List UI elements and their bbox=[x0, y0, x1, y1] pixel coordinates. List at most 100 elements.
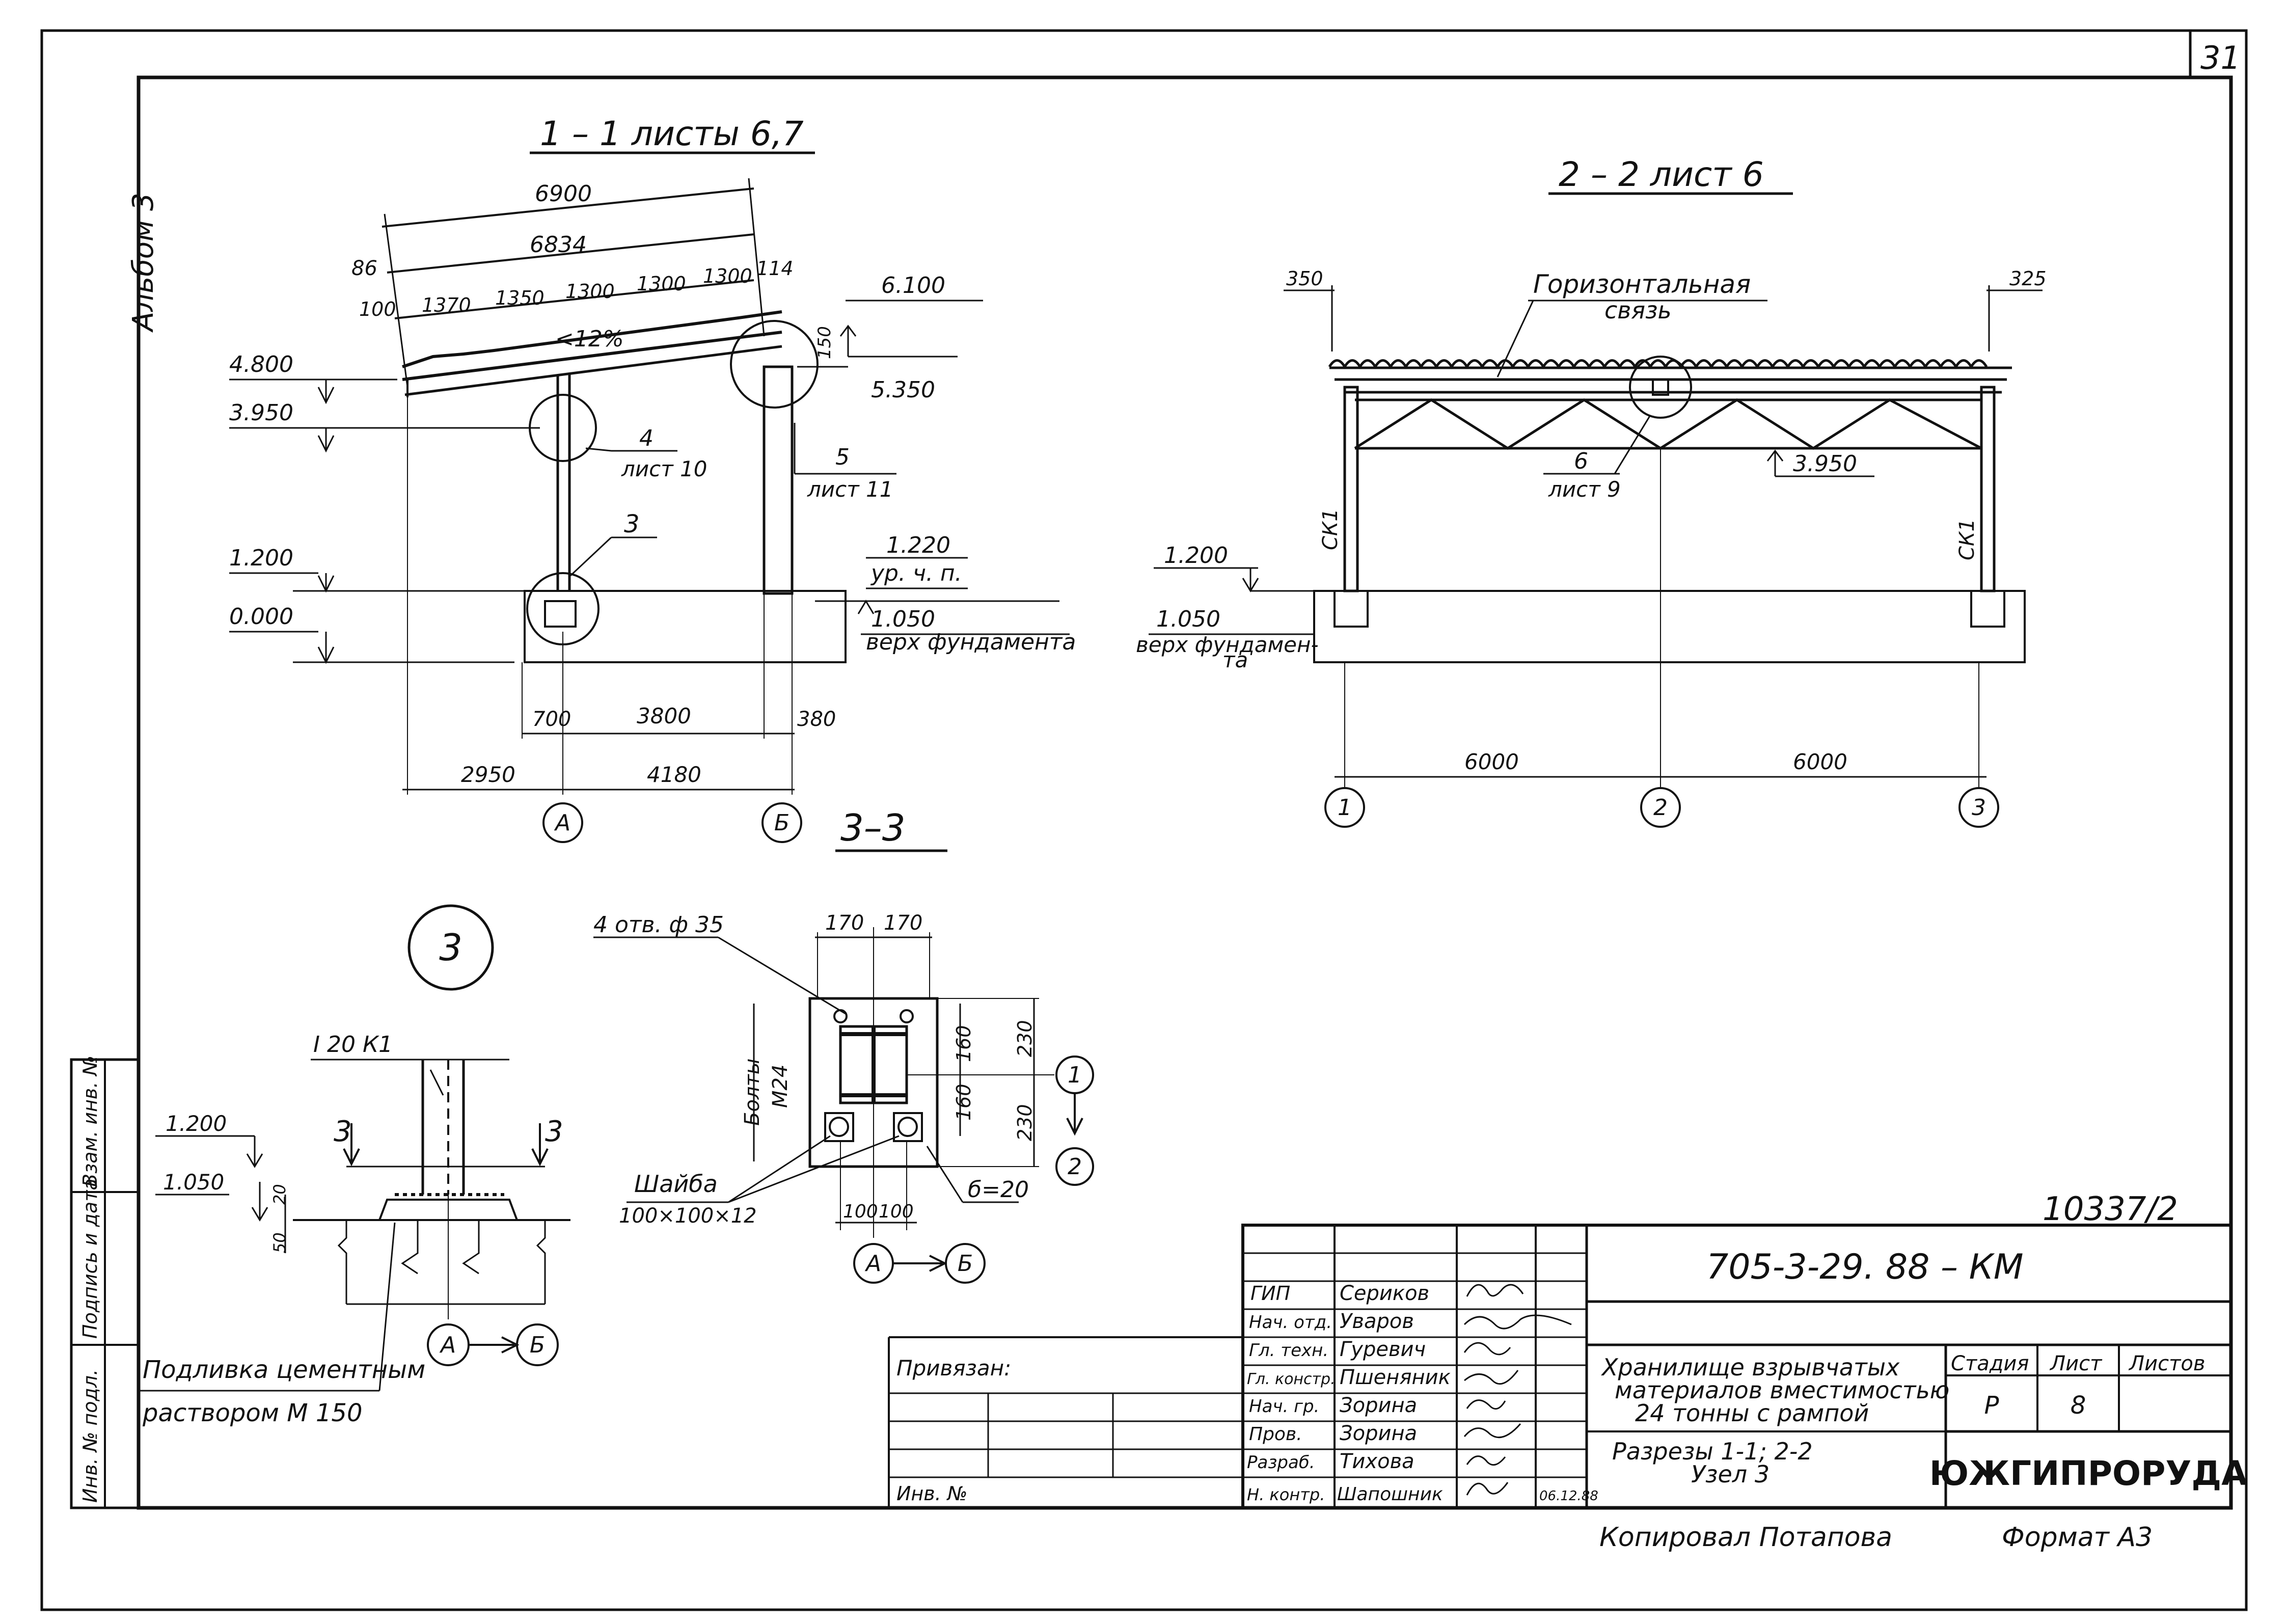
dim-100: 100 bbox=[359, 298, 396, 320]
project-title-2: материалов вместимостью bbox=[1615, 1376, 1949, 1404]
node-3-bubble bbox=[407, 904, 494, 991]
section-1-1: 1 – 1 листы 6,7 6900 6834 86 100 1370 13… bbox=[229, 114, 1076, 843]
dim-1350: 1350 bbox=[495, 287, 545, 309]
organization-name: ЮЖГИПРОРУДА bbox=[1929, 1454, 2247, 1493]
label-washer: Шайба bbox=[634, 1170, 718, 1198]
elev-4800: 4.800 bbox=[229, 351, 293, 377]
node-elev-1200: 1.200 bbox=[166, 1111, 227, 1136]
role-2: Гл. техн. bbox=[1249, 1340, 1328, 1361]
dim-6000-b: 6000 bbox=[1793, 749, 1847, 774]
dim-100-b: 100 bbox=[879, 1201, 914, 1222]
name-0: Сериков bbox=[1340, 1282, 1429, 1305]
stamp-signature-date: Подпись и дата bbox=[79, 1178, 101, 1339]
axis-label-1: 1 bbox=[1338, 795, 1352, 821]
dim-160-a: 160 bbox=[953, 1025, 975, 1062]
section-2-2: 2 – 2 лист 6 Горизонтальная связь 350 32… bbox=[1136, 155, 2047, 828]
dim-1300-c: 1300 bbox=[703, 265, 752, 287]
axis-direction-b-bubble bbox=[945, 1243, 986, 1284]
stamp-vzam-inv: Взам. инв. № bbox=[79, 1055, 101, 1187]
callout-circle-6 bbox=[1629, 356, 1692, 419]
dim-230-a: 230 bbox=[1014, 1020, 1036, 1057]
name-2: Гуревич bbox=[1340, 1338, 1426, 1361]
elev-3950: 3.950 bbox=[229, 400, 293, 426]
dim-230-b: 230 bbox=[1014, 1104, 1036, 1141]
axis-bubble-a bbox=[542, 802, 583, 843]
left-stamp: Инв. № подл. Подпись и дата Взам. инв. № bbox=[70, 1055, 140, 1509]
label-foundation-top: верх фундамента bbox=[866, 629, 1076, 655]
dim-1300-a: 1300 bbox=[565, 280, 615, 303]
role-7: Н. контр. bbox=[1247, 1485, 1325, 1504]
elev-0000: 0.000 bbox=[229, 604, 293, 630]
name-4: Зорина bbox=[1340, 1394, 1417, 1417]
dim-350: 350 bbox=[1286, 267, 1323, 290]
label-grout-1: Подливка цементным bbox=[143, 1356, 425, 1384]
column-mark-left: СК1 bbox=[1319, 508, 1342, 550]
name-5: Зорина bbox=[1340, 1422, 1417, 1445]
axis-direction-b: Б bbox=[958, 1251, 973, 1277]
label-bolts-m24: М24 bbox=[769, 1065, 792, 1108]
dim-100-a: 100 bbox=[843, 1201, 878, 1222]
name-1: Уваров bbox=[1340, 1310, 1414, 1333]
dim-4180: 4180 bbox=[647, 762, 701, 787]
axis-bubble-3 bbox=[1958, 787, 1999, 828]
copied-by: Копировал Потапова bbox=[1599, 1522, 1892, 1553]
role-4: Нач. гр. bbox=[1249, 1396, 1319, 1417]
dim-700: 700 bbox=[532, 708, 571, 731]
dim-380: 380 bbox=[797, 708, 836, 731]
label-floor-level: ур. ч. п. bbox=[870, 560, 962, 586]
base-plate bbox=[808, 997, 939, 1168]
elev-1200: 1.200 bbox=[229, 545, 293, 571]
cut-mark-right: 3 bbox=[545, 1115, 563, 1148]
dim-170-b: 170 bbox=[884, 911, 922, 935]
section-2-2-title: 2 – 2 лист 6 bbox=[1559, 155, 1764, 194]
role-3: Гл. констр. bbox=[1247, 1370, 1336, 1388]
axis-label-b: Б bbox=[774, 810, 790, 836]
label-plate-thickness: б=20 bbox=[968, 1177, 1029, 1203]
label-foundation-top-2b: та bbox=[1222, 647, 1248, 672]
title-block: 10337/2 705-3-29. 88 – КМ ГИП Сериков На… bbox=[888, 1190, 2247, 1553]
role-1: Нач. отд. bbox=[1249, 1312, 1332, 1333]
stage-value: Р bbox=[1984, 1391, 1999, 1420]
axis-mark-2-label: 2 bbox=[1068, 1154, 1082, 1180]
label-washer-size: 100×100×12 bbox=[619, 1204, 757, 1228]
label-horizontal-bracing: Горизонтальная bbox=[1533, 269, 1751, 299]
name-6: Тихова bbox=[1340, 1450, 1414, 1473]
dim-325: 325 bbox=[2009, 267, 2047, 290]
dim-3800: 3800 bbox=[637, 703, 691, 728]
signatures bbox=[1463, 1284, 1572, 1496]
dim-2950: 2950 bbox=[461, 762, 515, 787]
axis-bubble-2 bbox=[1640, 787, 1681, 828]
project-title-1: Хранилище взрывчатых bbox=[1601, 1354, 1900, 1381]
project-title-3: 24 тонны с рампой bbox=[1635, 1399, 1869, 1427]
sign-date: 06.12.88 bbox=[1539, 1488, 1598, 1504]
axis-label-2: 2 bbox=[1653, 795, 1668, 821]
dim-150: 150 bbox=[814, 326, 835, 359]
label-holes: 4 отв. ф 35 bbox=[593, 912, 724, 938]
dim-6000-a: 6000 bbox=[1464, 749, 1519, 774]
elev-1050: 1.050 bbox=[871, 606, 935, 632]
callout-5-sheet: лист 11 bbox=[807, 477, 893, 502]
sheet-title-1: Разрезы 1-1; 2-2 bbox=[1612, 1438, 1813, 1465]
axis-mark-1-label: 1 bbox=[1068, 1062, 1082, 1088]
elev-6100: 6.100 bbox=[881, 273, 945, 299]
axis-bubble-1 bbox=[1324, 787, 1365, 828]
cut-mark-left: 3 bbox=[334, 1115, 352, 1148]
callout-4-sheet: лист 10 bbox=[621, 456, 707, 481]
dim-1300-b: 1300 bbox=[637, 273, 686, 295]
dim-170-a: 170 bbox=[825, 911, 864, 935]
header-stage: Стадия bbox=[1951, 1352, 2029, 1375]
role-0: ГИП bbox=[1250, 1282, 1290, 1305]
node-elev-1050: 1.050 bbox=[163, 1170, 224, 1195]
label-bolts: Болты bbox=[741, 1059, 764, 1126]
callout-3-num: 3 bbox=[624, 510, 640, 538]
header-sheet: Лист bbox=[2049, 1352, 2103, 1375]
role-6: Разраб. bbox=[1247, 1452, 1315, 1473]
drawing-code: 705-3-29. 88 – КМ bbox=[1706, 1247, 2024, 1287]
dim-1370: 1370 bbox=[422, 294, 471, 316]
section-3-3: 3–3 4 отв. ф 35 170 170 Болты М24 160 16… bbox=[593, 806, 1094, 1284]
name-7: Шапошник bbox=[1337, 1484, 1443, 1505]
dim-86: 86 bbox=[351, 257, 377, 280]
sheet-frame bbox=[40, 29, 2248, 1611]
stamp-inv-podl: Инв. № подл. bbox=[79, 1369, 101, 1503]
